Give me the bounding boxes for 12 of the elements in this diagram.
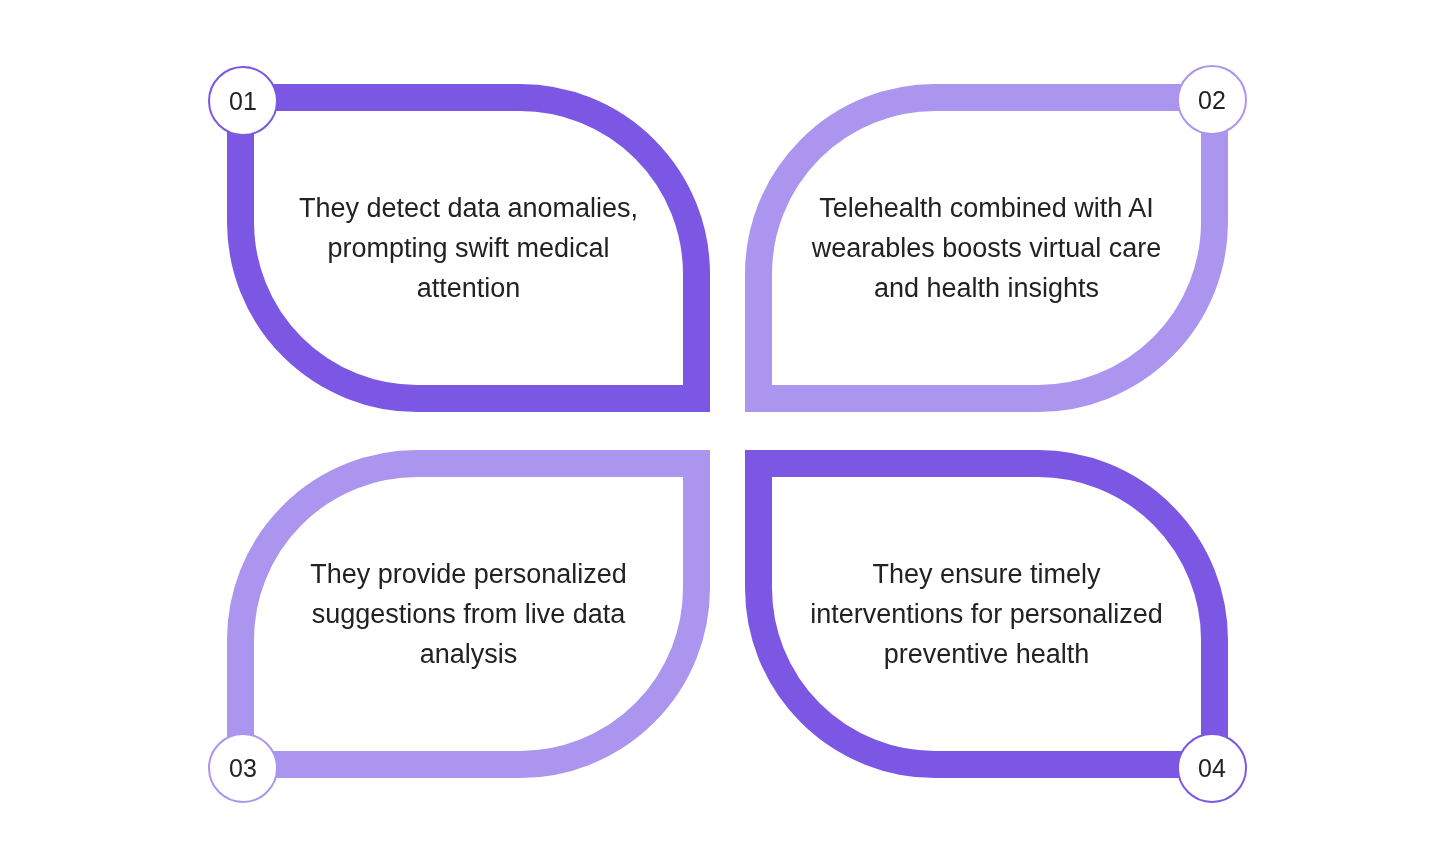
card-text: They ensure timely interventions for personalized preventive health bbox=[809, 558, 1164, 671]
step-number: 04 bbox=[1177, 733, 1247, 803]
leaf-card bbox=[745, 450, 1228, 778]
card-text: They detect data anomalies, prompting swift medical attention bbox=[297, 192, 640, 305]
step-number: 03 bbox=[208, 733, 278, 803]
card-text: They provide personalized suggestions from live data analysis bbox=[309, 558, 628, 671]
step-number: 01 bbox=[208, 66, 278, 136]
leaf-card bbox=[227, 450, 710, 778]
step-number: 02 bbox=[1177, 65, 1247, 135]
card-text: Telehealth combined with AI wearables boosts virtual care and health insights bbox=[810, 192, 1163, 305]
leaf-card bbox=[227, 84, 710, 412]
leaf-card bbox=[745, 84, 1228, 412]
